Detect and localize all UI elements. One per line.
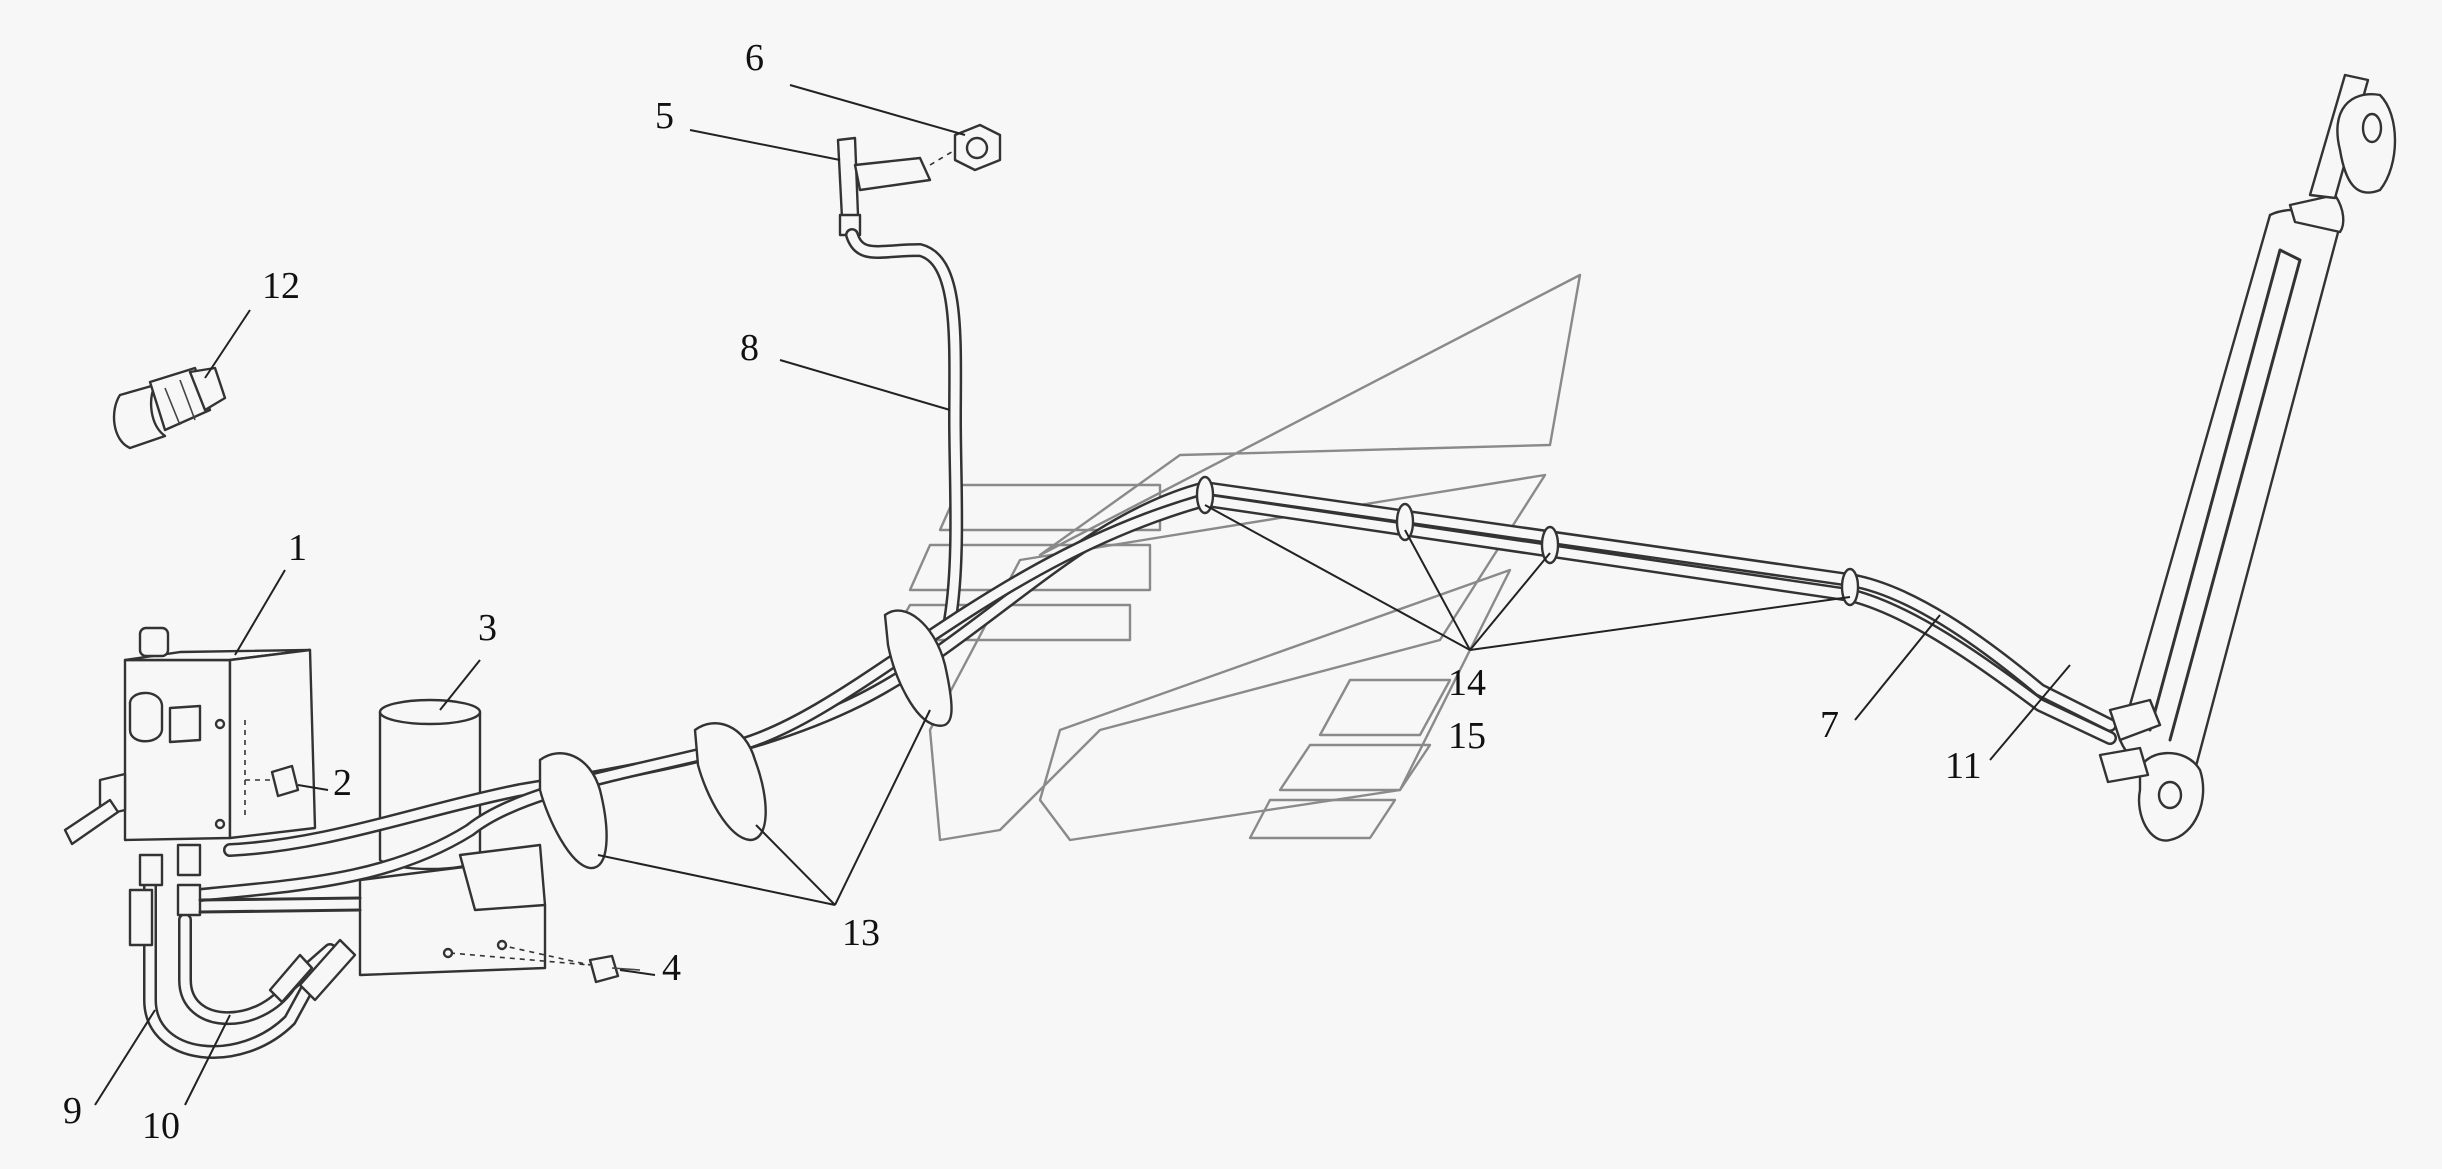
part-12-fitting (112, 366, 227, 450)
part-6-nut (929, 123, 1002, 172)
hose-bundle-7 (193, 481, 2117, 902)
part-2-bolt (245, 764, 300, 798)
hose-9 (143, 863, 327, 1059)
leader-lines (94, 84, 2071, 1106)
callout-8: 8 (740, 327, 759, 369)
callout-1: 1 (288, 527, 307, 569)
callout-5: 5 (655, 95, 674, 137)
callout-4: 4 (662, 947, 681, 989)
callout-12: 12 (262, 265, 300, 307)
callout-15: 15 (1448, 715, 1486, 757)
callout-10: 10 (142, 1105, 180, 1147)
hose-8 (845, 228, 964, 627)
callout-7: 7 (1820, 704, 1839, 746)
callout-labels: 1 2 3 4 5 6 7 8 9 10 11 12 13 14 15 (63, 37, 1982, 1147)
callout-9: 9 (63, 1090, 82, 1132)
part-13-clamp-a (538, 752, 608, 870)
part-11-cylinder (2098, 73, 2397, 842)
callout-13: 13 (842, 912, 880, 954)
part-5-tee-fitting (836, 136, 932, 237)
hose-fittings-left (128, 843, 362, 947)
part-14-clips (1195, 475, 1860, 607)
callout-11: 11 (1945, 745, 1982, 787)
callout-3: 3 (478, 607, 497, 649)
hose-10 (178, 913, 357, 1026)
callout-14: 14 (1448, 662, 1486, 704)
callout-2: 2 (333, 762, 352, 804)
part-13-clamp-b (693, 722, 767, 842)
part-1-valve-block (63, 626, 317, 846)
part-13-clamp-c (883, 609, 953, 727)
part-4-bolt (588, 954, 641, 984)
callout-6: 6 (745, 37, 764, 79)
part-3-pump-motor (358, 698, 591, 977)
